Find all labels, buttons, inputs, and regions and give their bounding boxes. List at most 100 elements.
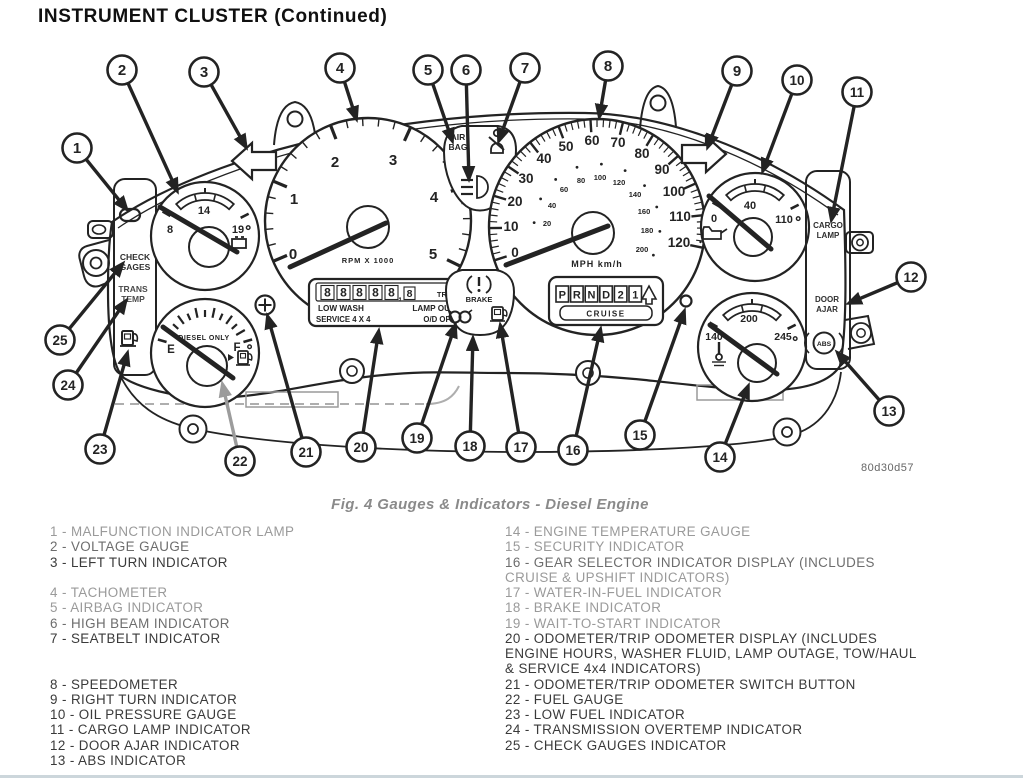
odometer-digit: 8 <box>372 286 379 300</box>
legend-item: 17 - WATER-IN-FUEL INDICATOR <box>505 585 723 600</box>
kmh-number: 160 <box>638 207 651 216</box>
legend-item: CRUISE & UPSHIFT INDICATORS) <box>505 569 730 585</box>
callout-20: 20 <box>345 327 384 463</box>
svg-text:ABS: ABS <box>817 341 832 348</box>
callout-number: 14 <box>712 450 728 465</box>
legend-item: 25 - CHECK GAUGES INDICATOR <box>505 737 727 753</box>
kmh-number: 140 <box>629 190 642 199</box>
security-indicator-dot <box>679 294 693 308</box>
right-mounting-bracket <box>844 231 876 350</box>
trans-temp-label: TRANS <box>118 284 148 294</box>
odometer-digit: 8 <box>340 286 347 300</box>
callout-arrow <box>209 84 248 151</box>
gear-letter: D <box>602 290 610 302</box>
callout-arrow <box>845 281 898 305</box>
callout-arrow <box>102 349 131 436</box>
svg-text:0: 0 <box>711 213 717 225</box>
callout-arrow <box>361 327 384 433</box>
legend-item: 21 - ODOMETER/TRIP ODOMETER SWITCH BUTTO… <box>505 676 856 692</box>
gear-letter: 2 <box>618 290 624 302</box>
legend-item: 11 - CARGO LAMP INDICATOR <box>50 722 251 738</box>
odometer-digit: 8 <box>356 286 363 300</box>
callout-number: 6 <box>462 62 470 79</box>
callout-1: 1 <box>61 132 130 213</box>
tach-needle <box>287 220 389 270</box>
callout-arrow <box>574 325 605 436</box>
gear-up-arrow-icon <box>640 284 658 305</box>
callout-arrow <box>431 83 455 145</box>
check-gages-label: CHECK <box>120 252 151 262</box>
fuel-gauge: DIESEL ONLY E F <box>149 297 261 409</box>
callout-number: 24 <box>60 378 76 393</box>
gear-letter: N <box>588 290 596 302</box>
legend-item: 16 - GEAR SELECTOR INDICATOR DISPLAY (IN… <box>505 554 875 570</box>
legend-item: 3 - LEFT TURN INDICATOR <box>50 554 228 570</box>
mph-number: 50 <box>558 139 573 154</box>
callout-number: 18 <box>462 439 478 454</box>
watermark: 80d30d57 <box>861 462 914 474</box>
callout-arrow <box>723 382 750 444</box>
callout-circle <box>557 434 589 466</box>
gear-box <box>613 285 628 303</box>
callout-12: 12 <box>845 261 927 305</box>
callout-8: 8 <box>592 50 624 121</box>
callout-arrow <box>643 307 687 422</box>
mph-number: 90 <box>654 162 669 177</box>
mph-number: 40 <box>536 151 551 166</box>
tach-number: 5 <box>429 246 437 263</box>
callout-arrow <box>68 260 126 330</box>
legend-item: 14 - ENGINE TEMPERATURE GAUGE <box>505 524 751 539</box>
svg-text:LAMP OUT: LAMP OUT <box>412 304 455 313</box>
callout-6: 6 <box>450 54 482 183</box>
callout-number: 12 <box>903 270 918 285</box>
gear-letter: P <box>559 290 566 302</box>
legend-item: 8 - SPEEDOMETER <box>50 676 179 692</box>
mph-number: 70 <box>610 135 625 150</box>
svg-text:BAG: BAG <box>449 142 468 152</box>
callout-circle <box>895 261 927 293</box>
malfunction-indicator-lamp-icon <box>118 207 142 223</box>
callout-arrow <box>496 81 522 145</box>
kmh-number: 80 <box>577 176 585 185</box>
svg-text:E: E <box>167 344 175 356</box>
door-ajar-label: DOOR <box>815 295 839 304</box>
temp-needle <box>707 322 780 377</box>
tach-number: 0 <box>289 246 297 263</box>
callout-14: 14 <box>704 382 750 473</box>
svg-text:19: 19 <box>232 224 244 236</box>
callout-circle <box>224 445 256 477</box>
callout-circle <box>324 52 356 84</box>
legend-item: 2 - VOLTAGE GAUGE <box>50 539 190 555</box>
svg-text:AJAR: AJAR <box>816 305 838 314</box>
callout-circle <box>509 52 541 84</box>
scan-edge <box>0 775 1023 778</box>
svg-text:8: 8 <box>167 224 173 236</box>
figure-caption: Fig. 4 Gauges & Indicators - Diesel Engi… <box>331 496 649 513</box>
tach-number: 1 <box>290 191 298 208</box>
legend-item: 18 - BRAKE INDICATOR <box>505 600 662 616</box>
callout-arrow <box>126 82 179 195</box>
callout-circle <box>44 324 76 356</box>
callout-11: 11 <box>827 76 873 224</box>
legend-item: 15 - SECURITY INDICATOR <box>505 539 685 555</box>
battery-icon <box>231 236 247 249</box>
callout-arrow <box>342 81 359 123</box>
fuel-pump-icon <box>236 350 253 366</box>
mph-number: 20 <box>507 194 522 209</box>
gear-box <box>569 285 584 303</box>
voltage-needle <box>157 204 240 255</box>
callout-circle <box>781 64 813 96</box>
callout-circle <box>721 55 753 87</box>
callout-number: 9 <box>733 63 741 80</box>
kmh-number: 200 <box>636 245 649 254</box>
legend-item <box>50 661 500 676</box>
callout-circle <box>345 431 377 463</box>
callout-arrow <box>461 84 476 183</box>
kmh-number: 100 <box>594 173 607 182</box>
callout-number: 22 <box>232 454 247 469</box>
callout-10: 10 <box>760 64 813 175</box>
callout-number: 4 <box>336 60 345 77</box>
